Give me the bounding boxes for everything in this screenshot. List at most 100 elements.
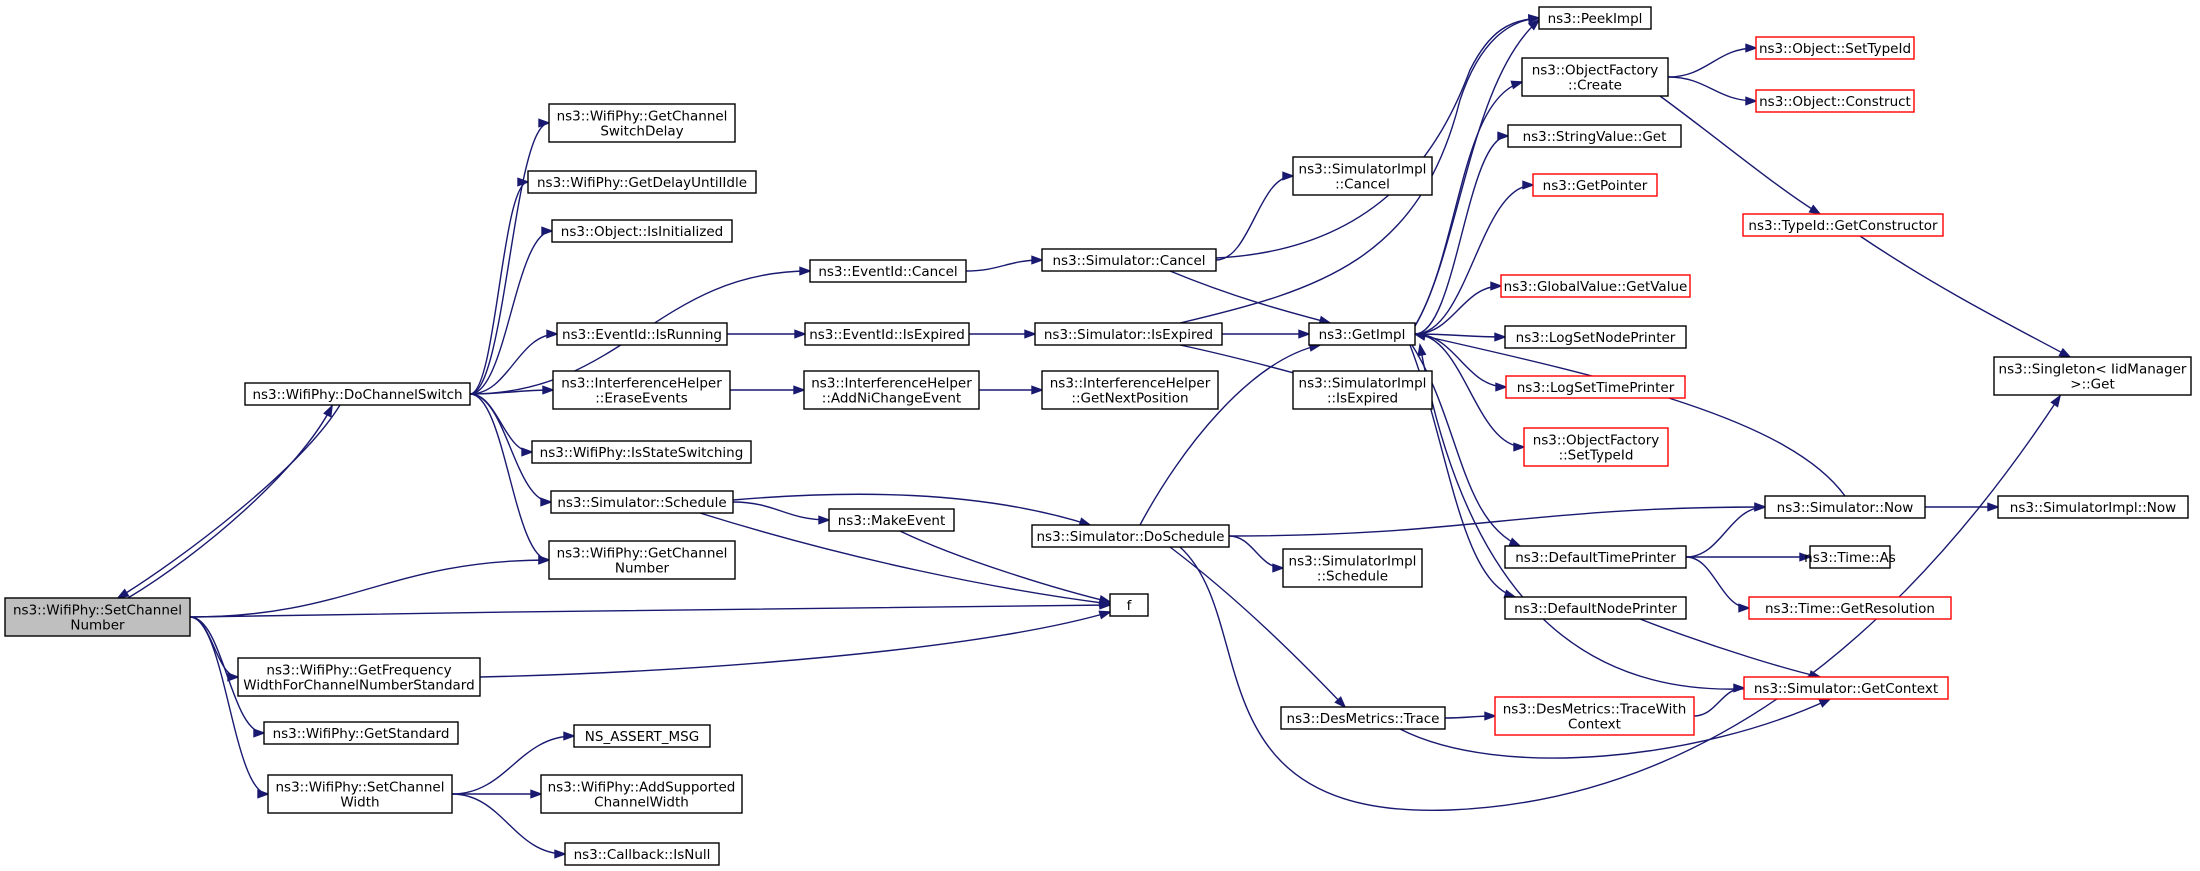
node-isstsw[interactable]: ns3::WifiPhy::IsStateSwitching [531,440,752,464]
node-f[interactable]: f [1109,593,1149,617]
node-box [1755,36,1915,60]
node-getstd[interactable]: ns3::WifiPhy::GetStandard [263,721,459,745]
node-simdosched[interactable]: ns3::Simulator::DoSchedule [1031,524,1230,548]
node-simimplnow[interactable]: ns3::SimulatorImpl::Now [1997,495,2189,519]
edge-line [732,493,1091,526]
edge-line [1169,270,1331,324]
arrowhead [1098,610,1112,620]
edge-line [189,616,239,678]
node-objconstruct[interactable]: ns3::Object::Construct [1755,89,1915,113]
node-logtime[interactable]: ns3::LogSetTimePrinter [1505,375,1686,399]
edge-dochsw-to-simsched [469,393,554,507]
node-objsettid[interactable]: ns3::Object::SetTypeId [1755,36,1915,60]
arrowhead [799,266,813,276]
edge-line [1685,556,1750,609]
arrowhead [517,177,531,187]
node-label: ns3::Object::IsInitialized [561,224,723,240]
node-label: ns3::WifiPhy::SetChannel [276,780,445,796]
node-simisexp[interactable]: ns3::Simulator::IsExpired [1034,322,1223,346]
node-timegetres[interactable]: ns3::Time::GetResolution [1748,596,1952,620]
node-makeev[interactable]: ns3::MakeEvent [828,508,955,532]
node-simimplisexp[interactable]: ns3::SimulatorImpl::IsExpired [1292,370,1433,410]
node-box [1743,676,1949,700]
edge-line [1685,506,1766,558]
node-label: ns3::GetImpl [1319,327,1406,343]
node-simcancel[interactable]: ns3::Simulator::Cancel [1041,248,1217,272]
node-defnode[interactable]: ns3::DefaultNodePrinter [1504,596,1687,620]
edge-line [469,230,553,395]
edge-line [469,122,550,395]
arrowhead [1738,603,1752,613]
node-objinit[interactable]: ns3::Object::IsInitialized [551,219,733,243]
node-box [1521,57,1669,97]
node-evrun[interactable]: ns3::EventId::IsRunning [556,322,728,346]
arrowhead [1510,80,1524,90]
node-getimpl[interactable]: ns3::GetImpl [1308,322,1416,346]
node-label: ns3::DesMetrics::Trace [1287,711,1440,727]
node-label: ns3::DefaultNodePrinter [1514,601,1677,617]
node-singleton[interactable]: ns3::Singleton< IidManager >::Get [1993,356,2192,396]
node-nsassert[interactable]: NS_ASSERT_MSG [573,724,711,748]
edge-simisexp-to-peekimpl [1179,14,1542,324]
edge-simdosched-to-desmtrace [1169,546,1347,709]
node-label: Number [70,618,125,634]
node-ofcreate[interactable]: ns3::ObjectFactory::Create [1521,57,1669,97]
arrowhead [530,789,544,799]
node-label: ns3::InterferenceHelper [811,376,972,392]
node-gvget[interactable]: ns3::GlobalValue::GetValue [1500,274,1691,298]
node-ofsettid[interactable]: ns3::ObjectFactory::SetTypeId [1523,427,1669,467]
node-box [556,322,728,346]
node-peekimpl[interactable]: ns3::PeekImpl [1538,6,1652,30]
node-label: ns3::WifiPhy::GetStandard [273,726,450,742]
node-strget[interactable]: ns3::StringValue::Get [1507,124,1682,148]
edge-getimpl-to-strget [1414,131,1511,335]
node-cbnull[interactable]: ns3::Callback::IsNull [564,842,720,866]
node-simimplsched[interactable]: ns3::SimulatorImpl::Schedule [1282,548,1423,588]
node-simsched[interactable]: ns3::Simulator::Schedule [550,490,734,514]
edge-ofcreate-to-objconstruct [1667,76,1759,106]
arrowhead [1522,180,1536,190]
node-simgetctx[interactable]: ns3::Simulator::GetContext [1743,676,1949,700]
node-evcancel[interactable]: ns3::EventId::Cancel [809,259,967,283]
node-deftime[interactable]: ns3::DefaultTimePrinter [1504,545,1687,569]
node-desmtrace[interactable]: ns3::DesMetrics::Trace [1280,706,1446,730]
node-simnow[interactable]: ns3::Simulator::Now [1764,495,1926,519]
node-ihgetnext[interactable]: ns3::InterferenceHelper::GetNextPosition [1041,370,1219,410]
node-getptr[interactable]: ns3::GetPointer [1532,173,1658,197]
node-label: NS_ASSERT_MSG [585,729,699,745]
edge-evrun-to-evexp [727,329,808,339]
node-label: ::GetNextPosition [1071,391,1188,407]
node-box [1109,593,1149,617]
node-timeas[interactable]: ns3::Time::As [1804,545,1896,569]
edge-simsched-to-makeev [732,501,832,525]
arrowhead [1745,43,1759,53]
node-box [564,842,720,866]
edge-line [1215,17,1540,259]
node-lognode[interactable]: ns3::LogSetNodePrinter [1504,325,1687,349]
node-iherase[interactable]: ns3::InterferenceHelper::EraseEvents [552,370,731,410]
node-box [531,440,752,464]
node-getfreq[interactable]: ns3::WifiPhy::GetFrequencyWidthForChanne… [237,657,481,697]
node-label: ns3::EventId::IsExpired [809,327,965,343]
edge-line [469,333,558,395]
node-tidgetctor[interactable]: ns3::TypeId::GetConstructor [1742,213,1944,237]
node-getdelay[interactable]: ns3::WifiPhy::GetDelayUntilIdle [527,170,757,194]
node-evexp[interactable]: ns3::EventId::IsExpired [804,322,970,346]
edge-getimpl-to-getptr [1414,180,1536,335]
node-dochsw[interactable]: ns3::WifiPhy::DoChannelSwitch [244,382,471,406]
node-ihaddni[interactable]: ns3::InterferenceHelper::AddNiChangeEven… [803,370,980,410]
edge-simisexp-to-getimpl [1222,329,1312,339]
arrowhead [1334,696,1347,709]
node-label: ns3::Object::Construct [1759,94,1911,110]
edge-line [469,181,529,395]
node-label: ns3::Simulator::Cancel [1052,253,1205,269]
edge-line [1414,285,1502,335]
node-label: ns3::MakeEvent [838,513,946,529]
node-simimplcancel[interactable]: ns3::SimulatorImpl::Cancel [1292,156,1433,196]
